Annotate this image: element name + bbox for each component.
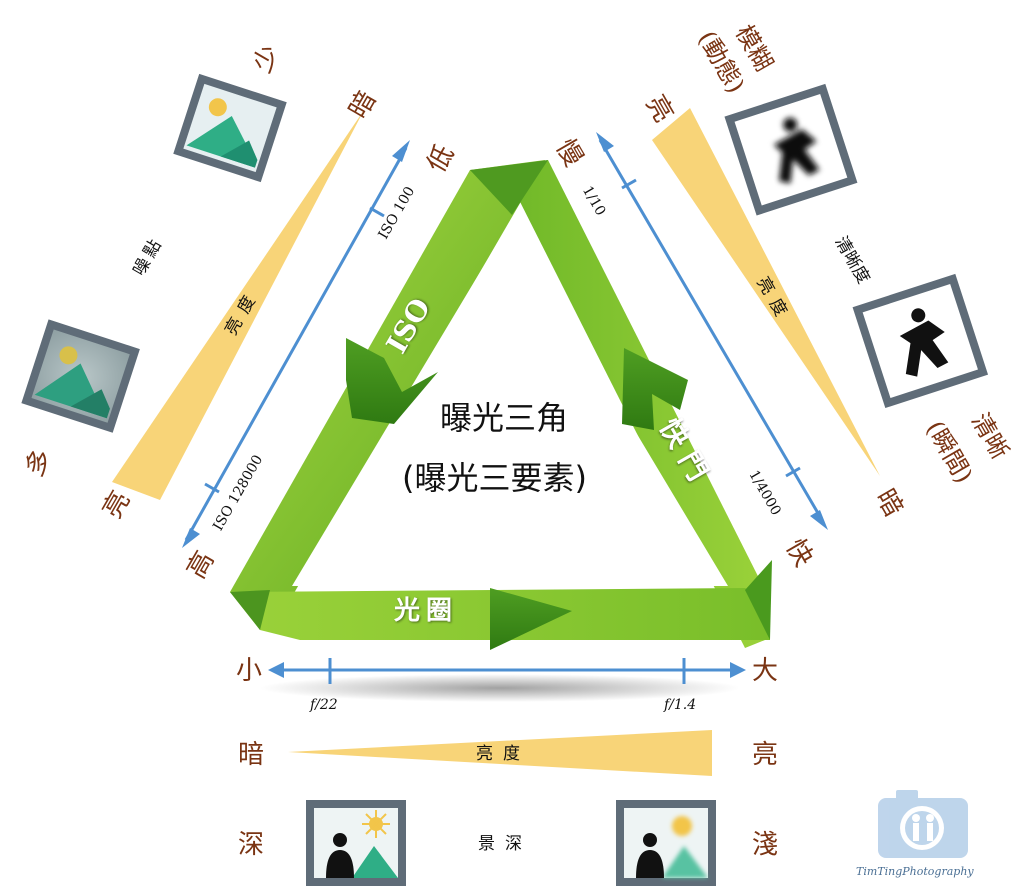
right-brightness-wedge (652, 108, 880, 476)
dof-label: 景深 (478, 834, 532, 854)
left-brightness-wedge (112, 110, 364, 500)
aperture-large-label: 大 (752, 656, 779, 686)
diagram-subtitle: (曝光三要素) (402, 459, 587, 497)
exposure-triangle (230, 160, 772, 650)
aperture-label: 光圈 (394, 596, 459, 626)
bottom-dark-label: 暗 (238, 740, 265, 770)
dof-shallow-label: 淺 (752, 830, 779, 860)
bottom-brightness-label: 亮度 (476, 744, 530, 764)
camera-watermark-icon (878, 790, 968, 858)
bottom-bright-label: 亮 (752, 740, 779, 770)
watermark-text: TimTingPhotography (856, 865, 974, 878)
triangle-shadow (260, 674, 740, 702)
iso-direction-arrow (346, 338, 438, 424)
aperture-direction-arrow (490, 588, 572, 650)
ribbon-fold-top (470, 160, 548, 215)
shutter-axis (596, 132, 828, 530)
aperture-small-label: 小 (236, 656, 263, 686)
deep-dof-photo-icon (306, 800, 406, 886)
f22-tick-label: f/22 (310, 697, 338, 713)
sharp-runner-photo-icon (852, 273, 989, 409)
blurred-runner-photo-icon (724, 83, 858, 216)
ribbon-fold-left (230, 590, 270, 630)
bottom-brightness-wedge (288, 730, 712, 776)
f14-tick-label: f/1.4 (664, 697, 697, 713)
low-noise-photo-icon (173, 73, 287, 183)
shutter-direction-arrow (622, 348, 688, 430)
dof-deep-label: 深 (238, 830, 265, 860)
aperture-axis (268, 658, 746, 684)
triangle-center (292, 222, 728, 586)
iso-axis (182, 140, 410, 548)
high-noise-photo-icon (21, 319, 140, 433)
ribbon-fold-right (745, 560, 772, 640)
shallow-dof-photo-icon (616, 800, 716, 886)
diagram-title: 曝光三角 (440, 399, 569, 437)
